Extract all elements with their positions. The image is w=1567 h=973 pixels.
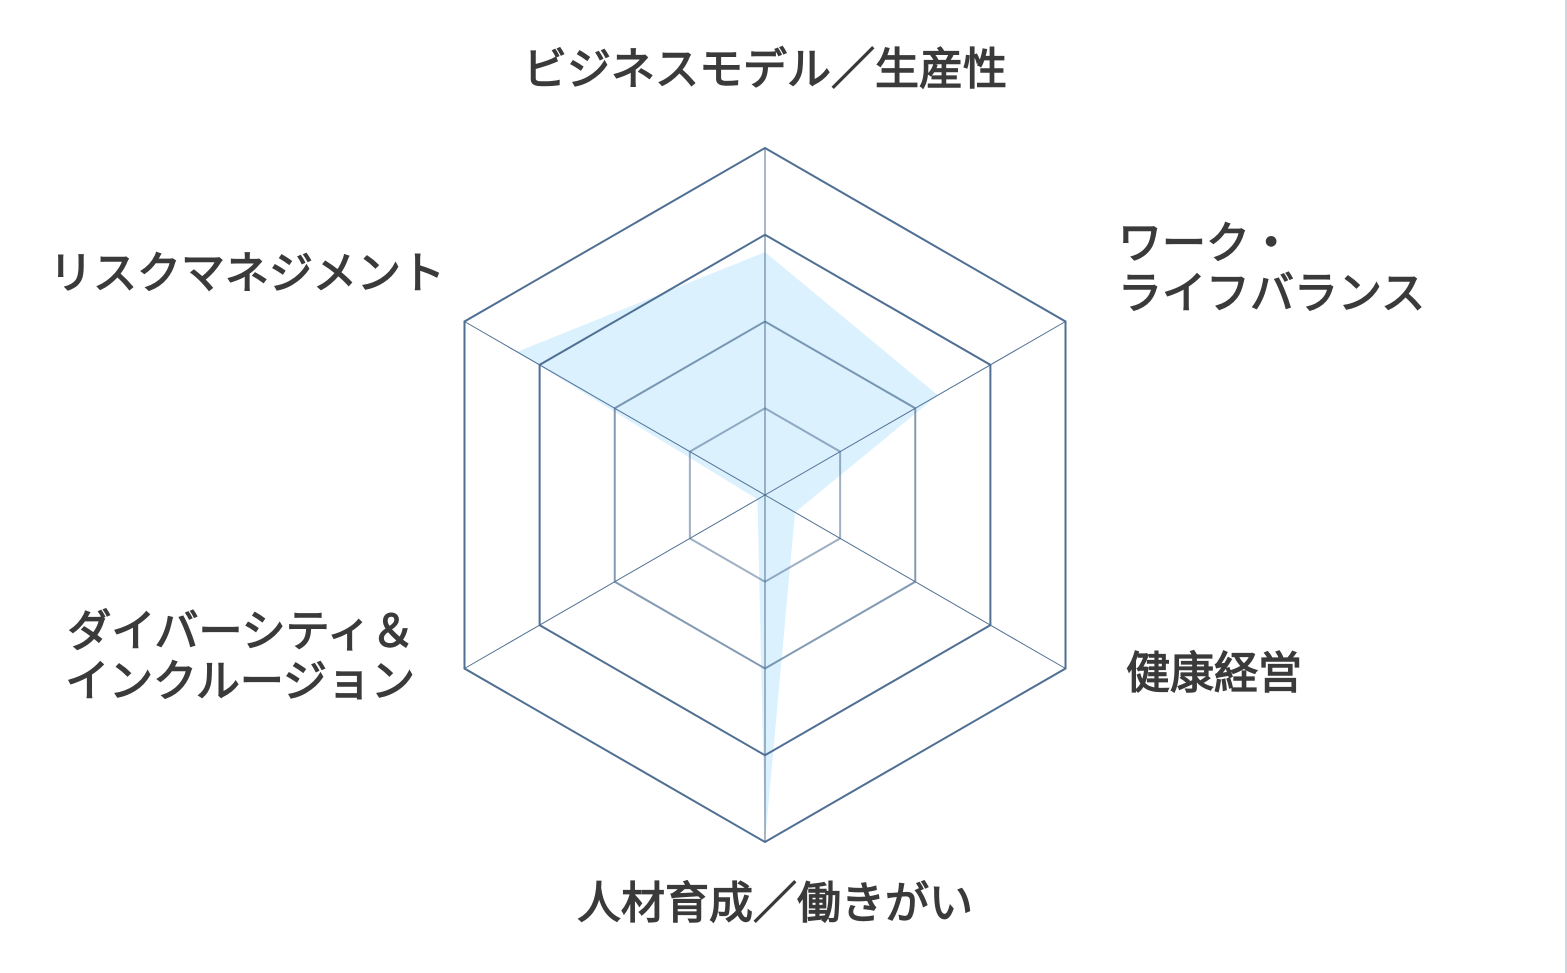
spoke-5 bbox=[464, 321, 766, 496]
axis-label-line: リスクマネジメント bbox=[49, 248, 445, 299]
axis-label-line: インクルージョン bbox=[65, 656, 415, 707]
axis-label-0: ビジネスモデル／生産性 bbox=[523, 44, 1007, 95]
spoke-4 bbox=[464, 494, 766, 669]
axis-label-line: 健康経営 bbox=[1126, 648, 1302, 699]
axis-label-5: リスクマネジメント bbox=[49, 248, 445, 299]
radar-grid bbox=[463, 146, 1067, 844]
axis-label-4: ダイバーシティ＆インクルージョン bbox=[65, 606, 415, 707]
axis-label-1: ワーク・ライフバランス bbox=[1118, 218, 1425, 319]
axis-label-line: ワーク・ bbox=[1118, 218, 1293, 269]
axis-label-3: 人材育成／働きがい bbox=[577, 878, 973, 929]
axis-label-line: ダイバーシティ＆ bbox=[67, 606, 415, 657]
axis-label-2: 健康経営 bbox=[1126, 648, 1302, 699]
axis-label-line: ライフバランス bbox=[1118, 268, 1425, 319]
spoke-2 bbox=[764, 494, 1066, 669]
axis-label-line: 人材育成／働きがい bbox=[577, 878, 973, 929]
spoke-1 bbox=[764, 321, 1066, 496]
frame-edge bbox=[1565, 0, 1567, 973]
series-area bbox=[517, 252, 938, 843]
axis-label-line: ビジネスモデル／生産性 bbox=[523, 44, 1007, 95]
